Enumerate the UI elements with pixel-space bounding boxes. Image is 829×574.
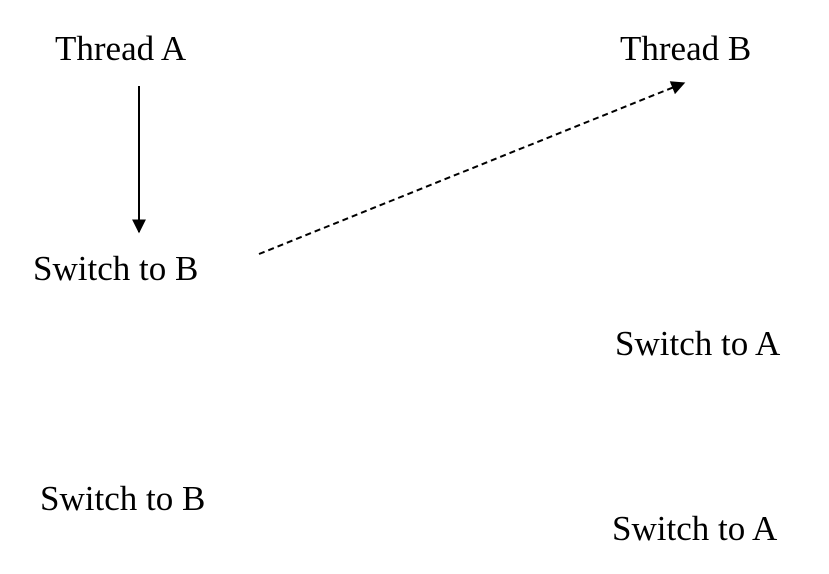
thread-a-title: Thread A [55,29,187,68]
thread-b-title: Thread B [620,29,752,68]
thread-b-step-switch-to-a-2: Switch to A [612,509,778,548]
thread-b-step-switch-to-a-1: Switch to A [615,324,781,363]
dashed-arrow-switch-to-thread-b [258,81,686,255]
thread-a-step-switch-to-b-1: Switch to B [33,249,199,288]
thread-a-step-switch-to-b-2: Switch to B [40,479,206,518]
